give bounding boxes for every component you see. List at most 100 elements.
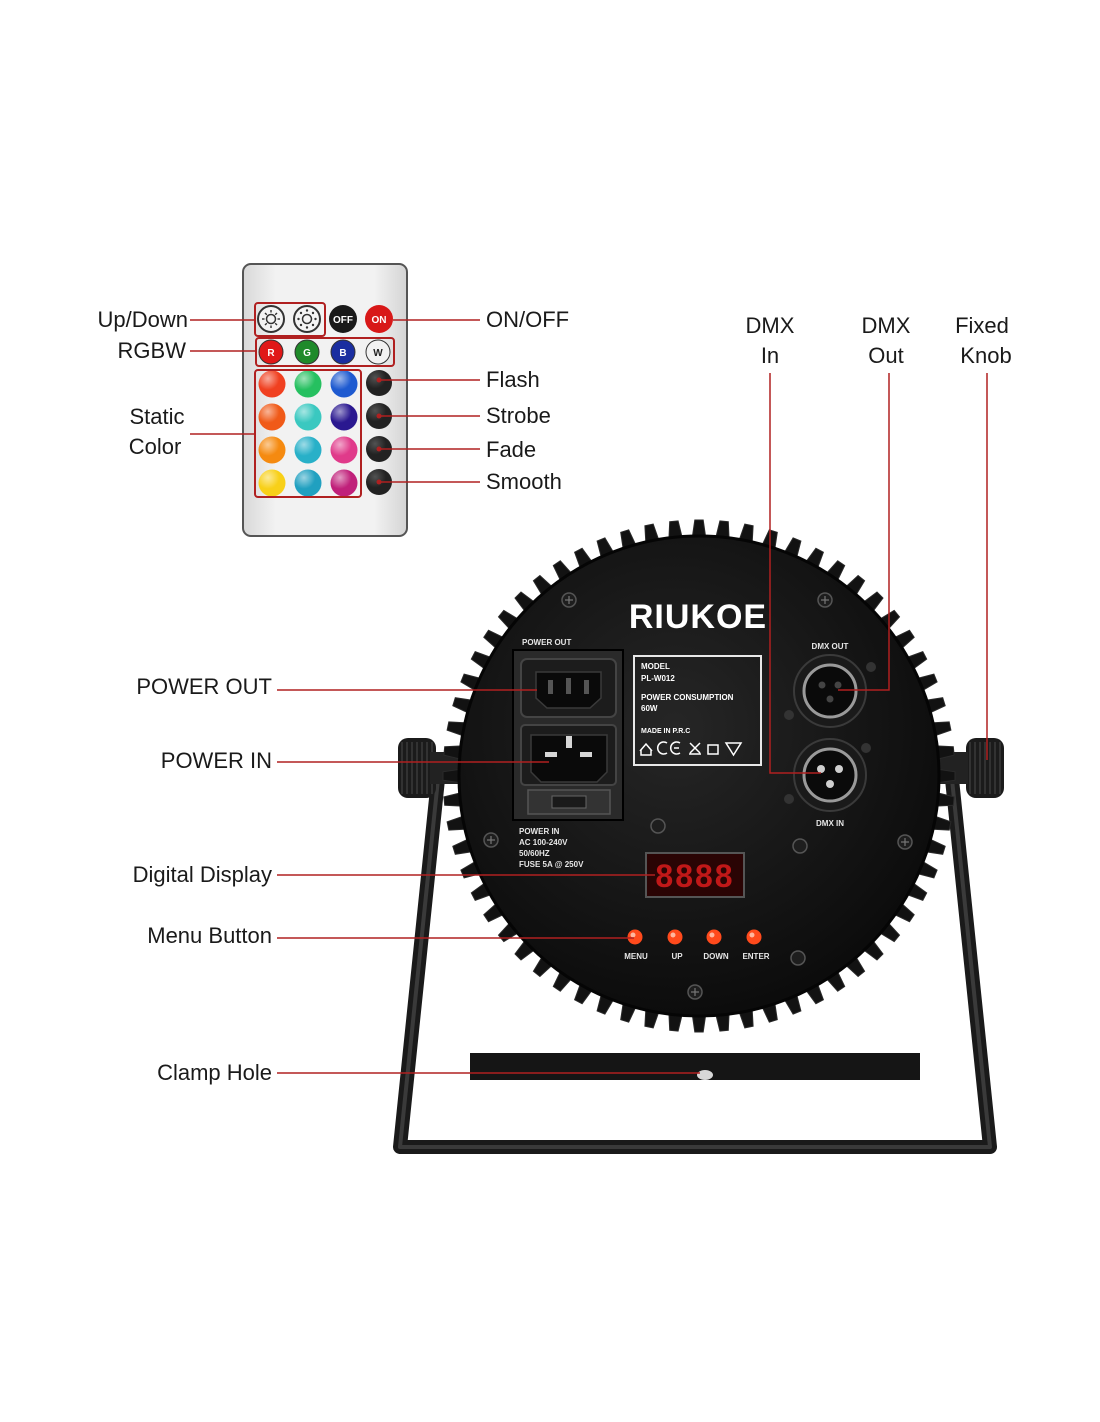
static-color-grid — [258, 370, 358, 497]
enter-button-label: ENTER — [742, 952, 769, 961]
callout-dmx-out-line1: DMX — [861, 313, 911, 338]
callout-power-out: POWER OUT — [136, 674, 272, 699]
clamp-hole — [697, 1070, 713, 1080]
display-readout: 8888 — [655, 858, 734, 894]
housing-screws — [483, 592, 913, 1000]
rgbw-w-button[interactable]: W — [365, 339, 391, 365]
up-button[interactable] — [667, 929, 683, 945]
static-color-button[interactable] — [294, 370, 322, 398]
sun-dim-icon — [301, 313, 313, 325]
off-button-label: OFF — [333, 315, 353, 326]
callout-digital-display: Digital Display — [132, 862, 272, 887]
callout-clamp-hole: Clamp Hole — [157, 1060, 272, 1085]
dmx-in-socket — [784, 738, 871, 812]
static-color-button[interactable] — [330, 469, 358, 497]
static-color-button[interactable] — [330, 403, 358, 431]
callout-fixed-knob-line2: Knob — [960, 343, 1012, 368]
model-label: MODEL — [641, 662, 670, 671]
callout-rgbw: RGBW — [117, 338, 186, 363]
fixed-knob-right[interactable] — [966, 738, 1004, 798]
rgbw-r-label: R — [267, 348, 275, 359]
par-light-housing: RIUKOE POWER OUT POWER IN AC 100-240V 50… — [442, 519, 956, 1033]
flash-button[interactable] — [366, 370, 392, 396]
rgbw-b-label: B — [339, 348, 346, 359]
housing-screw — [897, 834, 913, 850]
on-button-label: ON — [372, 315, 387, 326]
callout-dmx-in-line1: DMX — [745, 313, 795, 338]
rgbw-g-label: G — [303, 348, 311, 359]
brand-logo: RIUKOE — [629, 598, 767, 636]
callout-lines — [190, 319, 988, 1074]
static-color-button[interactable] — [330, 436, 358, 464]
power-in-voltage: AC 100-240V — [519, 838, 568, 847]
on-button[interactable]: ON — [365, 305, 393, 333]
static-color-button[interactable] — [294, 403, 322, 431]
callout-static-color-line2: Color — [128, 434, 182, 459]
down-button-label: DOWN — [703, 952, 729, 961]
dmx-in-panel-label: DMX IN — [816, 819, 844, 828]
menu-button[interactable] — [627, 929, 643, 945]
power-out-panel-label: POWER OUT — [522, 638, 571, 647]
callout-strobe: Strobe — [486, 403, 551, 428]
sun-icon — [265, 313, 277, 325]
up-button-label: UP — [671, 952, 683, 961]
power-in-socket — [520, 724, 617, 786]
power-consumption-label: POWER CONSUMPTION — [641, 693, 734, 702]
housing-screw — [561, 592, 577, 608]
callout-menu-button: Menu Button — [147, 923, 272, 948]
power-in-fuse: FUSE 5A @ 250V — [519, 860, 584, 869]
ir-remote: OFF ON R G B W — [242, 263, 408, 537]
callout-endpoints — [376, 377, 382, 485]
callout-smooth: Smooth — [486, 469, 562, 494]
static-color-button[interactable] — [258, 403, 286, 431]
callout-up-down: Up/Down — [97, 307, 188, 332]
rgbw-b-button[interactable]: B — [330, 339, 356, 365]
fuse-holder — [527, 789, 611, 815]
control-buttons: MENU UP DOWN ENTER — [624, 929, 770, 961]
power-out-socket — [520, 658, 617, 718]
callout-dmx-out-line2: Out — [868, 343, 904, 368]
static-color-button[interactable] — [294, 469, 322, 497]
housing-screw — [483, 832, 499, 848]
static-color-button[interactable] — [258, 469, 286, 497]
static-color-button[interactable] — [258, 370, 286, 398]
housing-screw — [650, 818, 666, 834]
callout-on-off: ON/OFF — [486, 307, 570, 332]
callout-dmx-in-line2: In — [760, 343, 780, 368]
power-consumption-value: 60W — [641, 704, 658, 713]
dmx-out-socket — [784, 654, 876, 728]
dmx-out-panel-label: DMX OUT — [812, 642, 849, 651]
callout-static-color-line1: Static — [129, 404, 185, 429]
rgbw-g-button[interactable]: G — [294, 339, 320, 365]
fixed-knob-left[interactable] — [398, 738, 436, 798]
housing-screw — [817, 592, 833, 608]
housing-screw — [790, 950, 806, 966]
certification-icons — [639, 741, 743, 757]
callout-power-in: POWER IN — [160, 748, 272, 773]
brightness-up-button[interactable] — [257, 305, 285, 333]
static-color-button[interactable] — [330, 370, 358, 398]
brightness-down-button[interactable] — [293, 305, 321, 333]
made-in-label: MADE IN P.R.C — [641, 728, 690, 735]
callout-fixed-knob-line1: Fixed — [955, 313, 1009, 338]
model-value: PL-W012 — [641, 674, 675, 683]
digital-display: 8888 — [645, 852, 745, 898]
menu-button-label: MENU — [624, 952, 648, 961]
callout-flash: Flash — [486, 367, 540, 392]
static-color-button[interactable] — [294, 436, 322, 464]
down-button[interactable] — [706, 929, 722, 945]
rgbw-r-button[interactable]: R — [258, 339, 284, 365]
static-color-button[interactable] — [258, 436, 286, 464]
rating-label-box — [633, 655, 762, 766]
callout-fade: Fade — [486, 437, 537, 462]
power-in-frequency: 50/60HZ — [519, 849, 550, 858]
enter-button[interactable] — [746, 929, 762, 945]
power-in-panel-label: POWER IN — [519, 827, 560, 836]
housing-screw — [792, 838, 808, 854]
remote-body — [242, 263, 408, 537]
off-button[interactable]: OFF — [329, 305, 357, 333]
rgbw-highlight — [255, 337, 395, 367]
